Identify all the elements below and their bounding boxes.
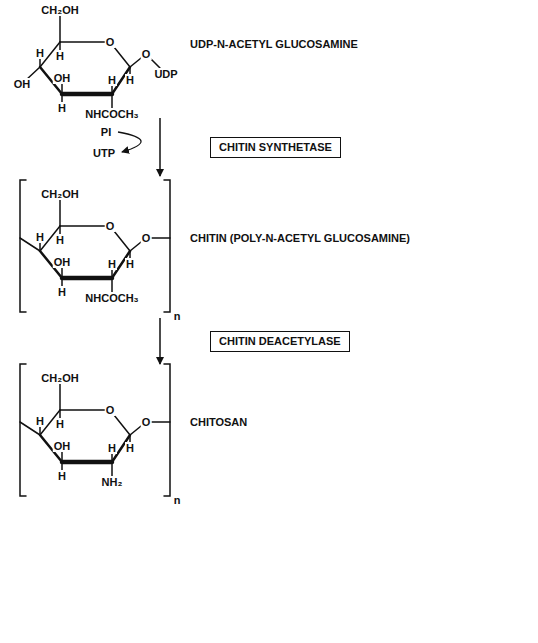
atom-label: H (107, 74, 117, 86)
atom-label: O (141, 416, 152, 428)
enzyme-name: CHITIN DEACETYLASE (219, 335, 341, 347)
atom-label: O (105, 404, 116, 416)
bond-line (59, 16, 61, 42)
bracket (20, 364, 26, 496)
bond-line (62, 460, 112, 465)
bond-line (60, 409, 110, 411)
bond-line (62, 276, 112, 281)
atom-label: NHCOCH₃ (84, 108, 139, 120)
atom-label: H (125, 74, 135, 86)
bond-line (59, 200, 61, 226)
atom-label: NH₂ (101, 476, 124, 488)
atom-label: H (55, 234, 65, 246)
atom-label: O (141, 232, 152, 244)
atom-label: CH₂OH (40, 188, 79, 200)
atom-label: n (173, 310, 182, 322)
atom-label: H (57, 286, 67, 298)
bond-line (62, 92, 112, 97)
atom-label: H (55, 50, 65, 62)
atom-label: H (57, 470, 67, 482)
compound-name: UDP-N-ACETYL GLUCOSAMINE (190, 38, 358, 51)
atom-label: O (105, 36, 116, 48)
atom-label: H (35, 231, 45, 243)
atom-label: H (35, 415, 45, 427)
reaction-arrow (159, 318, 161, 364)
side-arrow (118, 132, 141, 152)
reaction-arrow (159, 118, 161, 176)
atom-label: O (105, 220, 116, 232)
bond-line (60, 41, 110, 43)
atom-label: n (173, 494, 182, 506)
bracket (20, 180, 26, 312)
atom-label: NHCOCH₃ (84, 292, 139, 304)
enzyme-box: CHITIN DEACETYLASE (210, 331, 350, 352)
atom-label: UDP (153, 68, 178, 80)
atom-label: OH (13, 78, 32, 90)
compound-name: CHITOSAN (190, 416, 247, 429)
bracket (164, 180, 170, 312)
atom-label: UTP (92, 147, 116, 159)
enzyme-name: CHITIN SYNTHETASE (219, 141, 332, 153)
bracket (164, 364, 170, 496)
compound-name: CHITIN (POLY-N-ACETYL GLUCOSAMINE) (190, 232, 410, 245)
atom-label: H (55, 418, 65, 430)
enzyme-box: CHITIN SYNTHETASE (210, 137, 341, 158)
atom-label: H (107, 442, 117, 454)
atom-label: CH₂OH (40, 372, 79, 384)
bond-line (59, 384, 61, 410)
atom-label: H (35, 47, 45, 59)
atom-label: OH (53, 256, 72, 268)
atom-label: H (125, 258, 135, 270)
atom-label: CH₂OH (40, 4, 79, 16)
atom-label: H (107, 258, 117, 270)
atom-label: OH (53, 72, 72, 84)
atom-label: H (125, 442, 135, 454)
atom-label: H (57, 102, 67, 114)
bond-line (60, 225, 110, 227)
atom-label: O (141, 48, 152, 60)
atom-label: PI (100, 126, 112, 138)
atom-label: OH (53, 440, 72, 452)
